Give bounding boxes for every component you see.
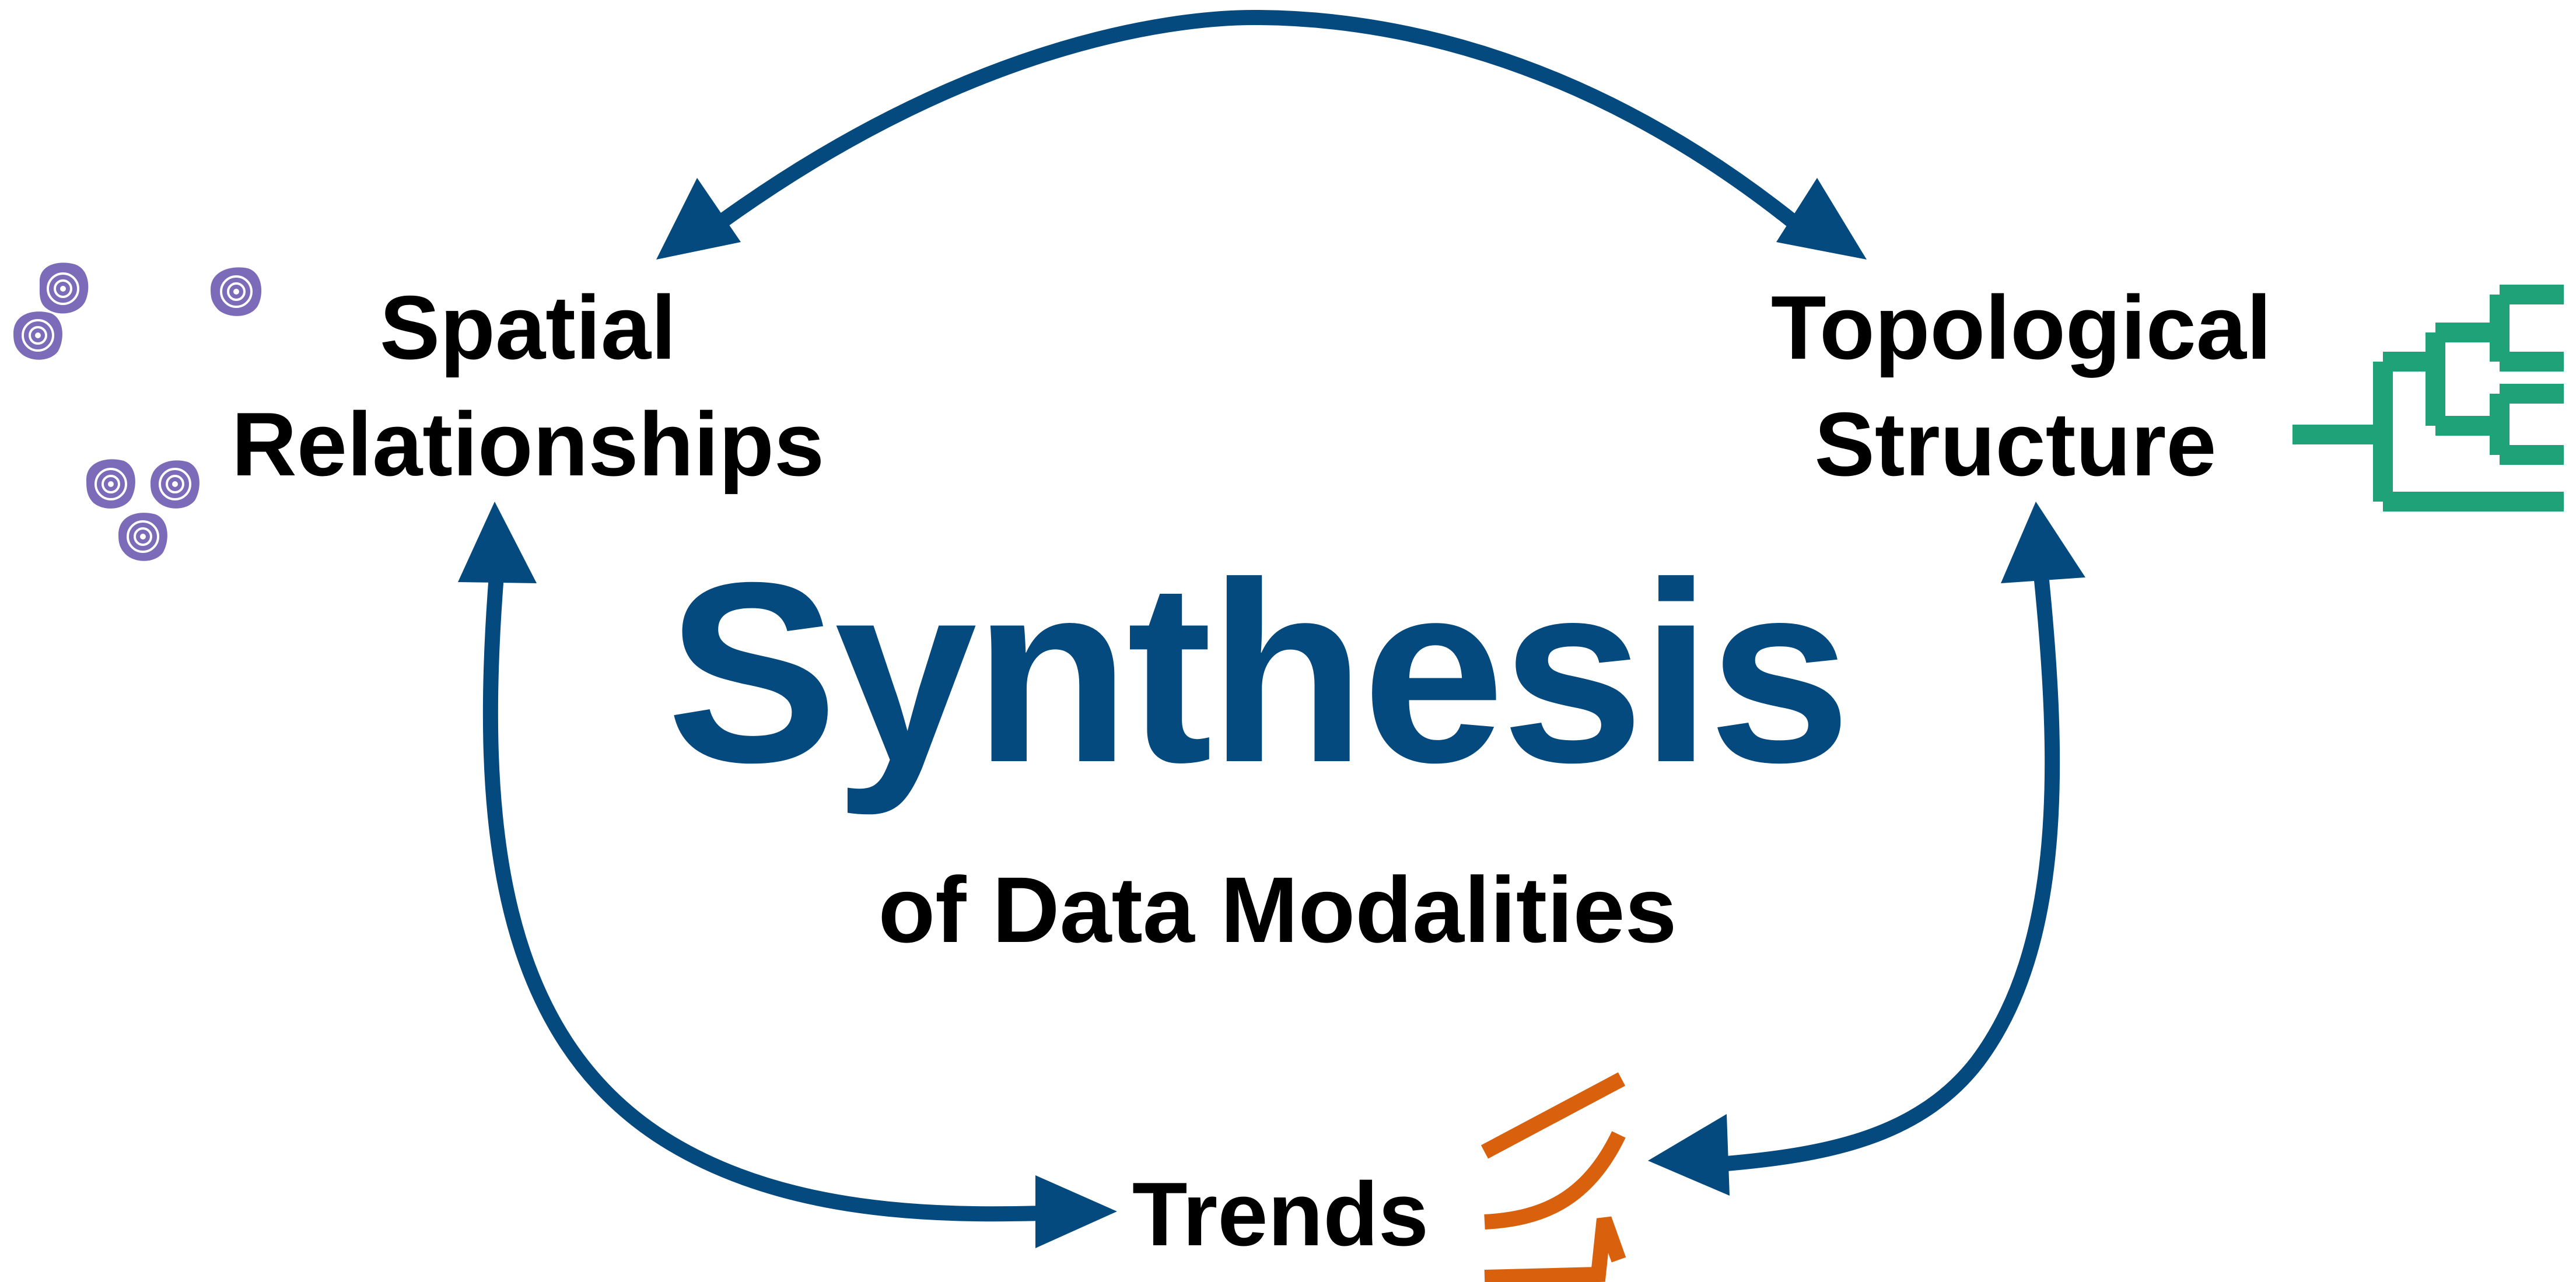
edge-spatial-trends: [458, 502, 1117, 1248]
arrowhead-to-spatial: [656, 178, 741, 260]
cell-icon: [118, 513, 167, 561]
diagram-subtitle: of Data Modalities: [878, 857, 1676, 962]
node-spatial-line1: Spatial: [380, 277, 676, 378]
node-spatial: Spatial Relationships: [232, 277, 824, 495]
node-trends: Trends: [1132, 1164, 1429, 1265]
arrowhead-to-spatial-lower: [458, 502, 537, 583]
cell-icon: [39, 262, 89, 314]
arrowhead-to-topological-lower: [2001, 502, 2085, 583]
arrowhead-to-trends-right: [1648, 1114, 1730, 1196]
node-topological-line1: Topological: [1771, 277, 2272, 378]
edge-spatial-topological: [656, 9, 1867, 260]
edge-topological-trends: [1648, 502, 2085, 1196]
node-trends-label: Trends: [1132, 1164, 1429, 1265]
trend-lines-icon: [1480, 1072, 1626, 1282]
node-spatial-line2: Relationships: [232, 394, 824, 495]
diagram-title: Synthesis: [667, 530, 1848, 817]
dendrogram-icon: [2292, 285, 2564, 512]
cell-icon: [150, 460, 200, 509]
cell-icon: [86, 459, 135, 509]
cell-icon: [211, 267, 262, 316]
node-topological-line2: Structure: [1814, 394, 2216, 495]
node-topological: Topological Structure: [1771, 277, 2272, 495]
arrowhead-to-topological: [1776, 178, 1867, 260]
cell-icon: [13, 311, 62, 360]
arrowhead-to-trends: [1035, 1175, 1117, 1248]
cells-icon: [13, 262, 262, 561]
